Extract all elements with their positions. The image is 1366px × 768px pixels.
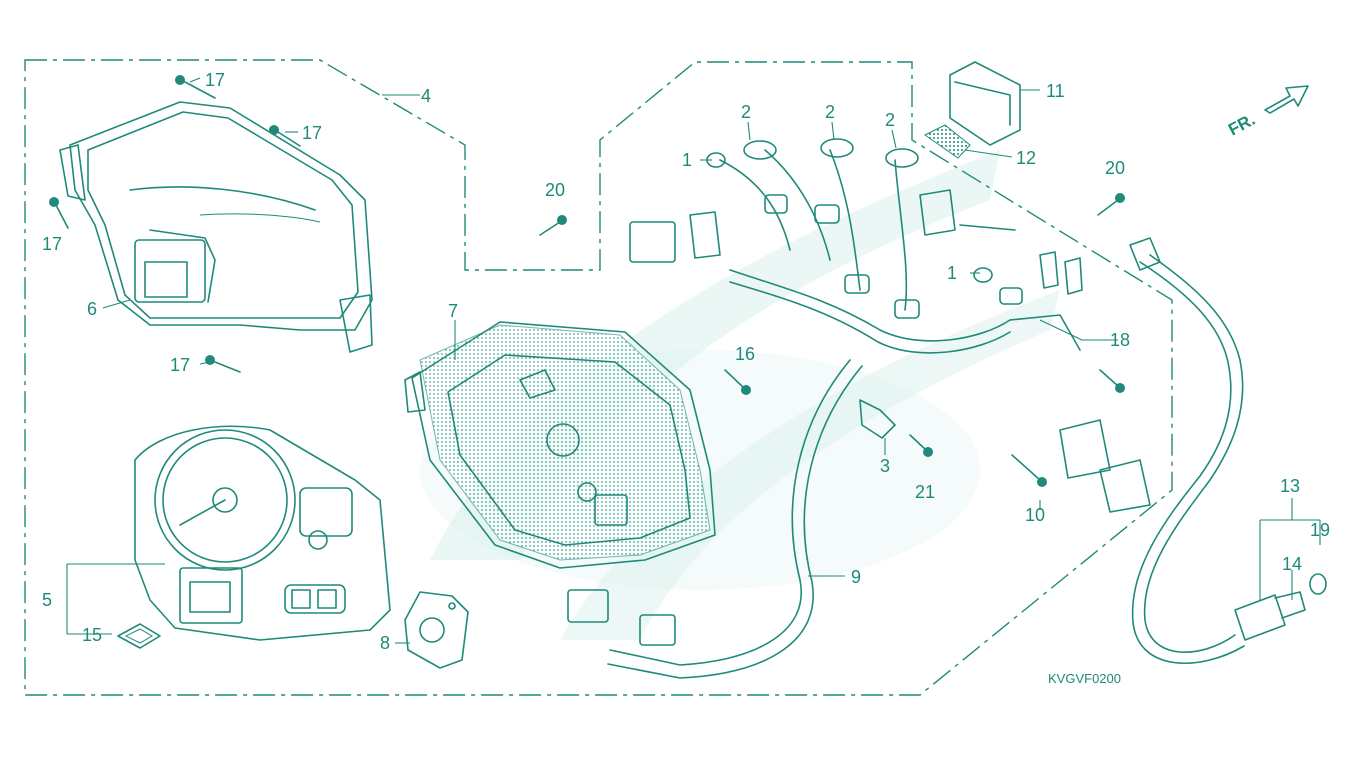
screws xyxy=(49,75,1125,487)
speedometer-assembly xyxy=(134,425,391,641)
main-harness xyxy=(567,211,1151,679)
callout-20a: 20 xyxy=(545,180,565,200)
callout-10: 10 xyxy=(1025,505,1045,525)
callout-5: 5 xyxy=(42,590,52,610)
leader-lines xyxy=(66,77,1321,644)
callout-6: 6 xyxy=(87,299,97,319)
callout-2b: 2 xyxy=(825,102,835,122)
callout-18: 18 xyxy=(1110,330,1130,350)
callout-16: 16 xyxy=(735,344,755,364)
callout-2c: 2 xyxy=(885,110,895,130)
callout-17b: 17 xyxy=(302,123,322,143)
callout-17c: 17 xyxy=(42,234,62,254)
callout-17a: 17 xyxy=(205,70,225,90)
callout-4: 4 xyxy=(421,86,431,106)
callout-19: 19 xyxy=(1310,520,1330,540)
callout-1b: 1 xyxy=(947,263,957,283)
group-borders xyxy=(24,59,1173,696)
diagram-code: KVGVF0200 xyxy=(1048,671,1121,686)
callout-1a: 1 xyxy=(682,150,692,170)
bulb-sockets xyxy=(706,138,1083,351)
callout-15: 15 xyxy=(82,625,102,645)
callout-21: 21 xyxy=(915,482,935,502)
rubber-plug xyxy=(859,399,896,439)
callout-20b: 20 xyxy=(1105,158,1125,178)
control-unit xyxy=(924,61,1021,159)
callout-14: 14 xyxy=(1282,554,1302,574)
meter-case xyxy=(404,321,716,569)
bracket xyxy=(404,591,469,669)
callout-2a: 2 xyxy=(741,102,751,122)
direction-label: FR. xyxy=(1225,110,1258,140)
callout-8: 8 xyxy=(380,633,390,653)
callout-9: 9 xyxy=(851,567,861,587)
callout-7: 7 xyxy=(448,301,458,321)
front-direction-arrow: FR. xyxy=(1225,85,1309,140)
callout-13: 13 xyxy=(1280,476,1300,496)
callout-labels: 1 1 2 2 2 3 4 5 6 7 8 9 10 11 12 13 14 1… xyxy=(42,70,1330,653)
callout-17d: 17 xyxy=(170,355,190,375)
speedometer-cable xyxy=(1129,237,1327,664)
callout-11: 11 xyxy=(1046,81,1065,101)
meter-cover xyxy=(59,101,373,353)
emblem xyxy=(117,623,161,649)
callout-3: 3 xyxy=(880,456,890,476)
callout-12: 12 xyxy=(1016,148,1036,168)
